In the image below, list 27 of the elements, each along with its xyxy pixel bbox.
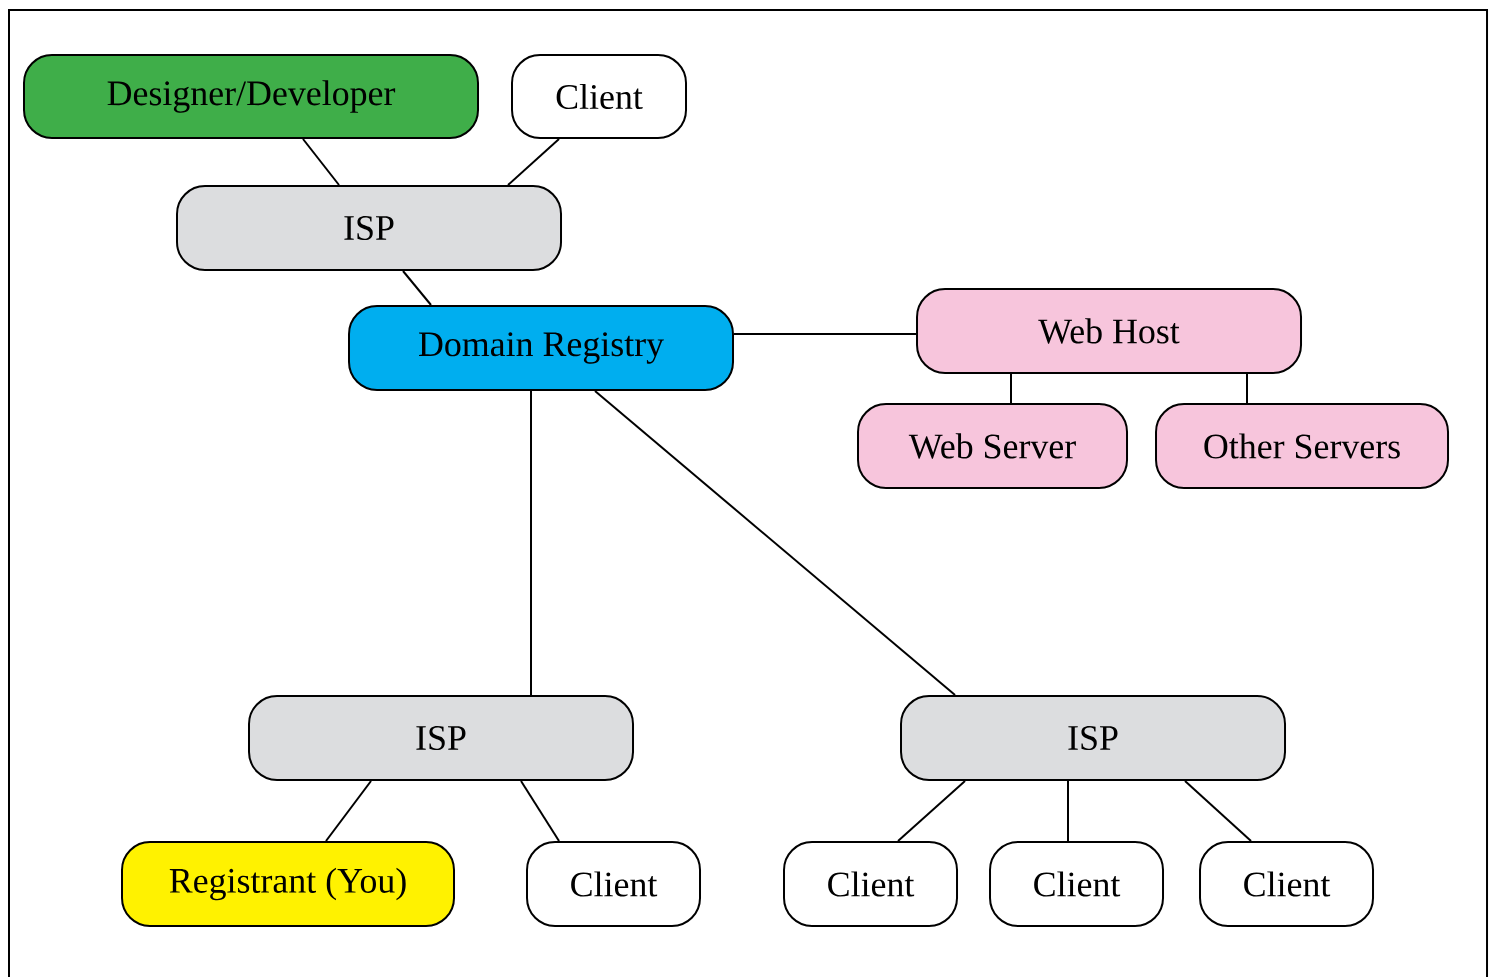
server-box: Web Server (857, 403, 1128, 489)
connector-line (1010, 373, 1012, 404)
connector-line (520, 780, 560, 842)
isp-box: ISP (176, 185, 562, 271)
role-box: Designer/Developer (23, 54, 479, 139)
host-box: Web Host (916, 288, 1302, 374)
connector-line (530, 390, 532, 696)
connector-line (733, 333, 917, 335)
connector-line (325, 780, 372, 842)
client-box: Client (526, 841, 701, 927)
connector-line (1067, 780, 1069, 842)
connector-line (594, 390, 956, 696)
role-box: Registrant (You) (121, 841, 455, 927)
client-box: Client (511, 54, 687, 139)
connector-line (1184, 780, 1252, 842)
connector-line (402, 270, 432, 306)
isp-box: ISP (900, 695, 1286, 781)
connector-line (897, 780, 966, 842)
client-box: Client (1199, 841, 1374, 927)
client-box: Client (783, 841, 958, 927)
client-box: Client (989, 841, 1164, 927)
registry-box: Domain Registry (348, 305, 734, 391)
server-box: Other Servers (1155, 403, 1449, 489)
isp-box: ISP (248, 695, 634, 781)
connector-line (507, 138, 560, 186)
connector-line (302, 138, 340, 186)
connector-line (1246, 373, 1248, 404)
